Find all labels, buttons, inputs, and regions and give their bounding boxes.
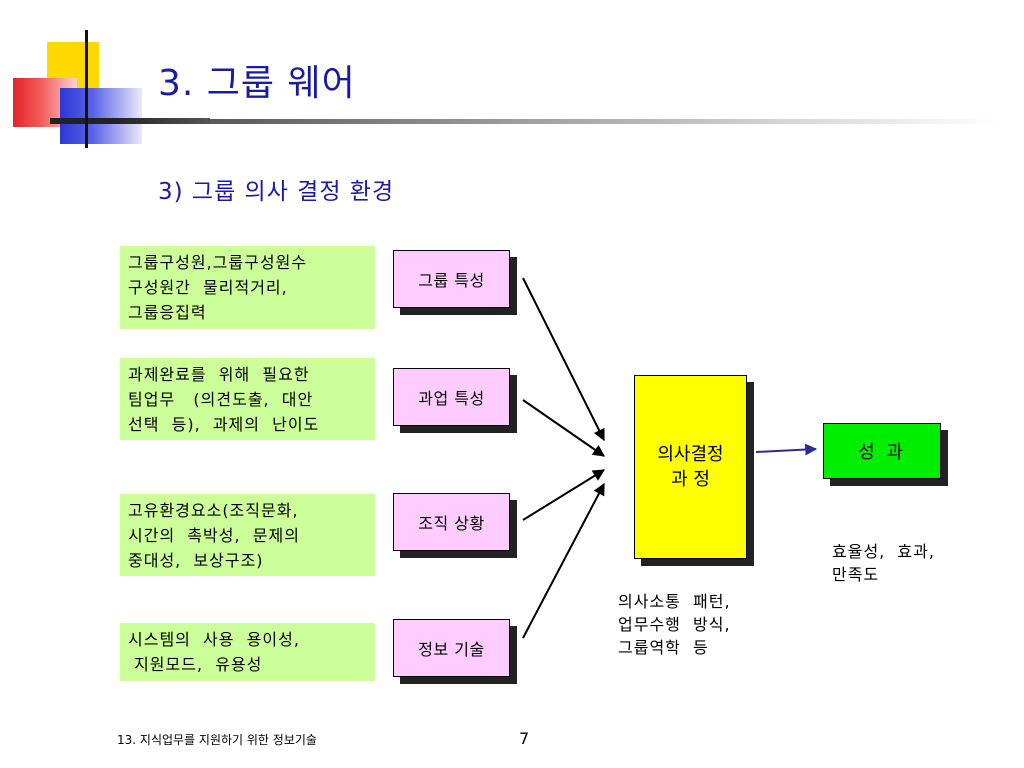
note-line: 그룹역학 등 — [618, 638, 709, 657]
result-box: 성 과 — [823, 423, 941, 479]
note-line: 효율성, 효과, — [832, 542, 935, 561]
organizational-context-box: 조직 상황 — [393, 493, 510, 551]
decision-note: 의사소통 패턴, 업무수행 방식, 그룹역학 등 — [618, 590, 731, 659]
arrow-org-to-decision — [522, 469, 606, 521]
organizational-context-description: 고유환경요소(조직문화, 시간의 촉박성, 문제의 중대성, 보상구조) — [120, 494, 375, 576]
footer-text: 13. 지식업무를 지원하기 위한 정보기술 — [117, 733, 317, 747]
logo-blue-square — [60, 88, 142, 144]
title-underline — [120, 119, 1000, 124]
page-title: 3. 그룹 웨어 — [158, 63, 356, 104]
description-line: 고유환경요소(조직문화, — [128, 501, 299, 520]
description-line: 지원모드, 유용성 — [128, 655, 263, 674]
task-characteristics-description: 과제완료를 위해 필요한 팀업무 (의견도출, 대안 선택 등), 과제의 난이… — [120, 358, 375, 440]
arrow-task-to-decision — [522, 399, 605, 457]
note-line: 의사소통 패턴, — [618, 592, 731, 611]
group-characteristics-description: 그룹구성원,그룹구성원수 구성원간 물리적거리, 그룹응집력 — [120, 246, 375, 329]
title-underline-dark — [50, 118, 210, 124]
decision-line-2: 과 정 — [671, 469, 710, 490]
description-line: 중대성, 보상구조) — [128, 551, 264, 570]
section-subtitle: 3) 그룹 의사 결정 환경 — [158, 179, 395, 205]
page-number: 7 — [519, 729, 530, 748]
description-line: 과제완료를 위해 필요한 — [128, 365, 310, 384]
arrow-decision-to-result — [755, 443, 818, 456]
description-line: 시간의 촉박성, 문제의 — [128, 526, 300, 545]
description-line: 구성원간 물리적거리, — [128, 278, 288, 297]
information-technology-box: 정보 기술 — [393, 619, 510, 677]
arrow-group-to-decision — [522, 277, 605, 442]
information-technology-description: 시스템의 사용 용이성, 지원모드, 유용성 — [120, 623, 375, 681]
description-line: 그룹응집력 — [128, 303, 207, 322]
arrow-tech-to-decision — [522, 482, 605, 639]
description-line: 그룹구성원,그룹구성원수 — [128, 253, 308, 272]
description-line: 시스템의 사용 용이성, — [128, 630, 300, 649]
group-characteristics-box: 그룹 특성 — [393, 250, 510, 308]
decision-line-1: 의사결정 — [657, 444, 724, 465]
note-line: 만족도 — [832, 565, 880, 584]
description-line: 팀업무 (의견도출, 대안 — [128, 390, 314, 409]
result-note: 효율성, 효과, 만족도 — [832, 540, 935, 586]
logo-vertical-line — [85, 30, 88, 148]
description-line: 선택 등), 과제의 난이도 — [128, 415, 320, 434]
note-line: 업무수행 방식, — [618, 615, 731, 634]
decision-process-box: 의사결정 과 정 — [634, 375, 747, 559]
task-characteristics-box: 과업 특성 — [393, 368, 510, 426]
